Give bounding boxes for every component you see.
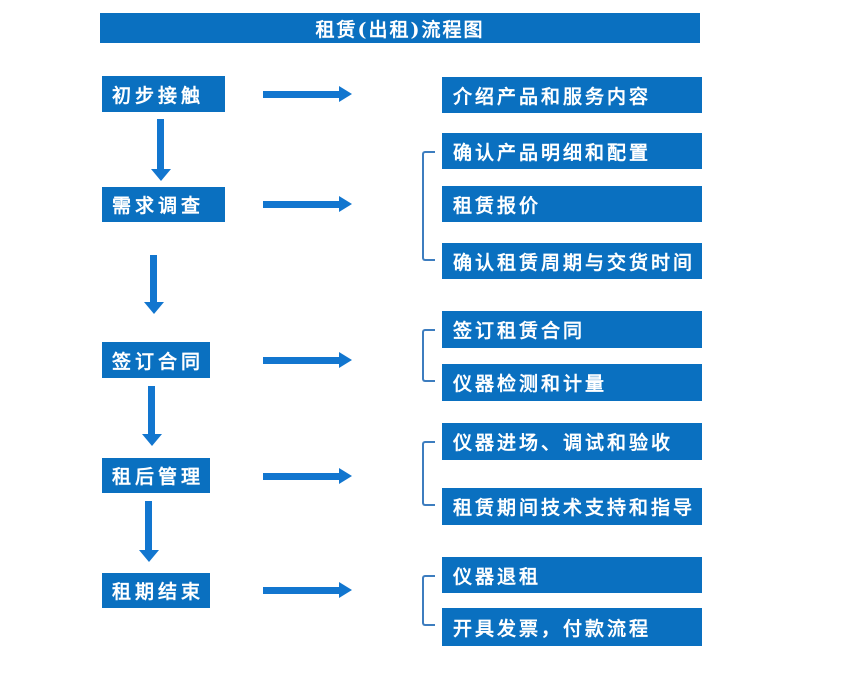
sub-step-box: 租赁报价 [442,186,702,222]
down-arrow-head-icon [139,550,159,562]
sub-step-box: 介绍产品和服务内容 [442,77,702,113]
down-arrow-head-icon [142,434,162,446]
process-step-box: 需求调查 [102,187,225,222]
sub-step-box: 开具发票，付款流程 [442,608,702,646]
sub-step-box: 确认租赁周期与交货时间 [442,243,702,279]
right-arrow-head-icon [339,86,352,102]
right-arrow-shaft [263,357,339,364]
sub-step-box: 仪器检测和计量 [442,364,702,401]
sub-step-box: 租赁期间技术支持和指导 [442,488,702,525]
sub-step-box: 确认产品明细和配置 [442,133,702,169]
right-arrow-shaft [263,587,339,594]
right-arrow-head-icon [339,196,352,212]
group-bracket [422,329,435,382]
right-arrow-shaft [263,91,339,98]
right-arrow-shaft [263,201,339,208]
down-arrow-head-icon [144,302,164,314]
sub-step-box: 仪器退租 [442,557,702,593]
down-arrow-shaft [157,119,164,169]
group-bracket [422,151,435,261]
right-arrow-head-icon [339,352,352,368]
process-step-box: 租后管理 [102,458,210,493]
group-bracket [422,575,435,626]
sub-step-box: 仪器进场、调试和验收 [442,423,702,460]
down-arrow-shaft [150,255,157,302]
down-arrow-head-icon [151,169,171,181]
flow-title: 租赁(出租)流程图 [100,13,700,43]
right-arrow-shaft [263,473,339,480]
sub-step-box: 签订租赁合同 [442,311,702,348]
down-arrow-shaft [145,501,152,550]
process-step-box: 初步接触 [102,76,225,112]
right-arrow-head-icon [339,468,352,484]
process-step-box: 签订合同 [102,342,210,378]
down-arrow-shaft [148,386,155,434]
process-step-box: 租期结束 [102,573,210,608]
group-bracket [422,441,435,506]
right-arrow-head-icon [339,582,352,598]
